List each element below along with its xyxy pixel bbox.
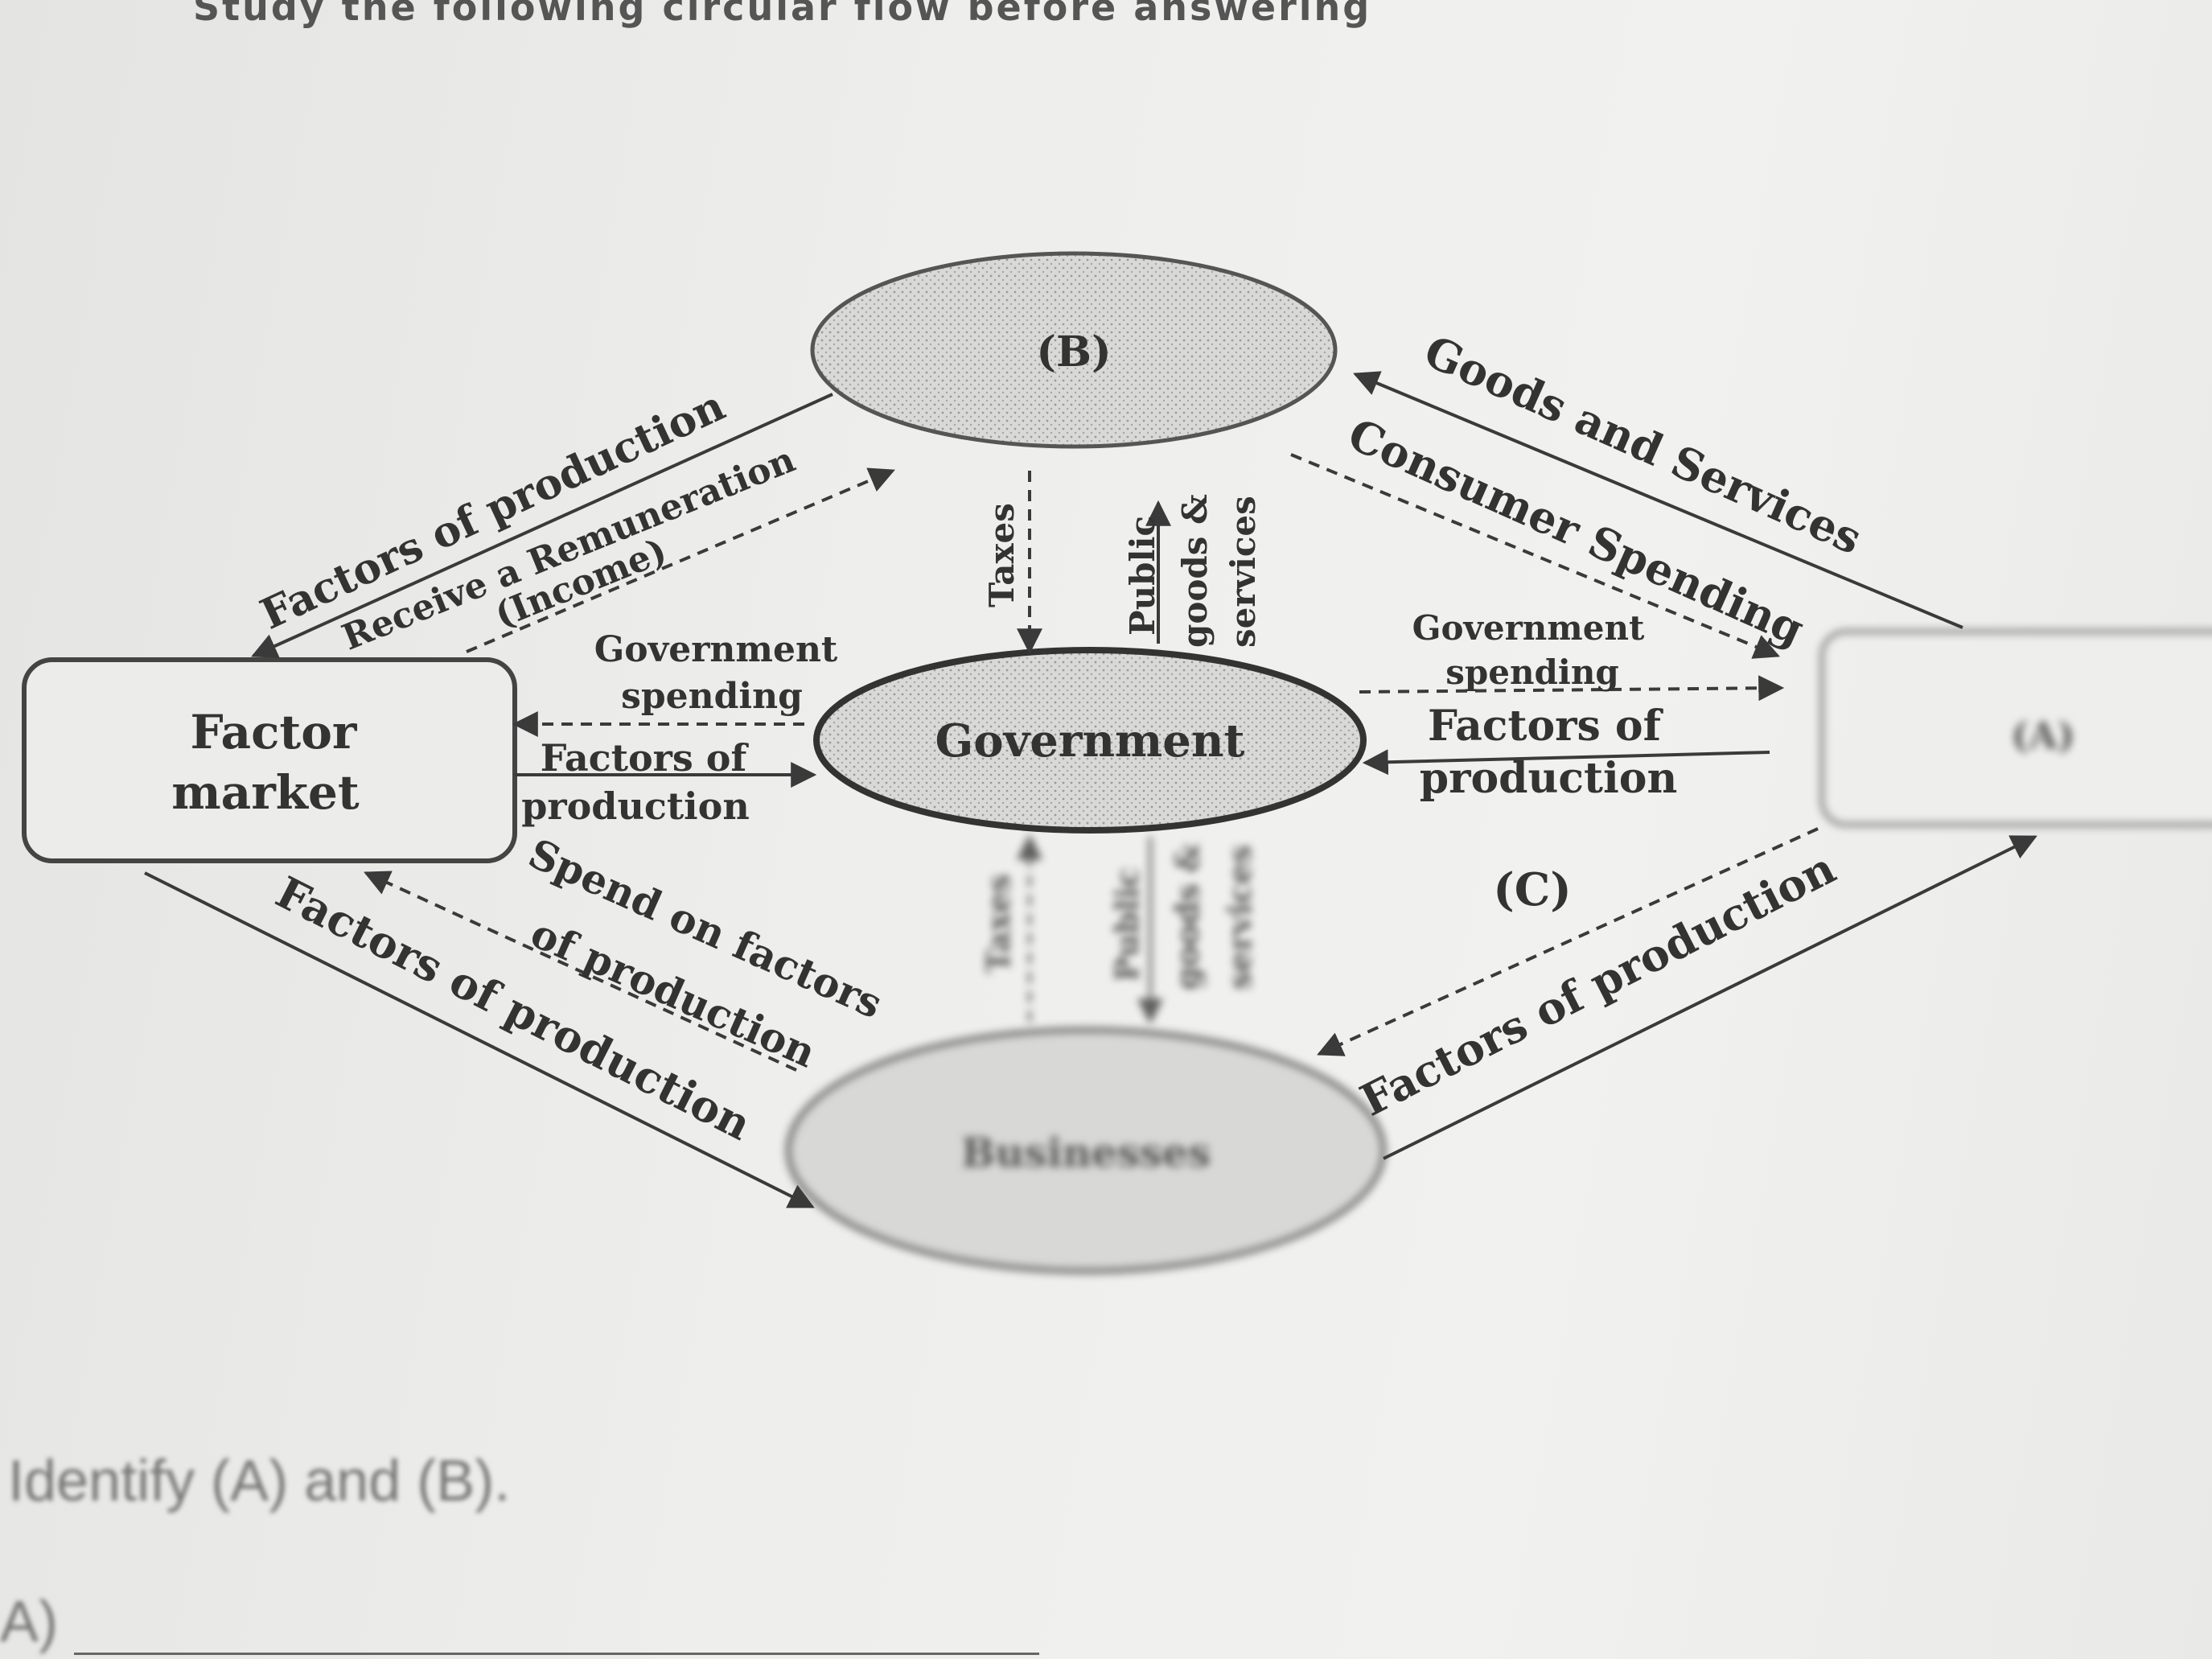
answer-row: A): [0, 1589, 1039, 1655]
node-b: (B): [810, 251, 1338, 449]
flow-label-factors-bottom-right: Factors of production: [1352, 842, 1844, 1126]
node-a: (A): [1819, 629, 2212, 827]
flow-label-factors-left-1: Factors of: [541, 736, 750, 780]
factor-market-label-line1: Factor: [191, 705, 358, 760]
flow-spend-on-factors-arrow: [364, 871, 797, 1072]
flow-label-goods-and-services: Goods and Services: [1416, 325, 1869, 564]
businesses-label: Businesses: [961, 1129, 1211, 1176]
flow-label-public-bottom-3: services: [1221, 845, 1259, 990]
flow-label-public-bottom-2: goods &: [1169, 843, 1207, 990]
flow-a-to-b-goods-line: [1353, 371, 1963, 629]
flow-label-factors-left-2: production: [521, 784, 750, 828]
node-b-label: (B): [1036, 327, 1111, 377]
answer-input-line[interactable]: [74, 1596, 1039, 1655]
page-heading: Study the following circular flow before…: [193, 0, 1372, 29]
flow-label-c: (C): [1493, 863, 1572, 916]
flow-label-taxes-top: Taxes: [982, 503, 1022, 607]
flow-label-taxes-bottom: Taxes: [980, 874, 1018, 974]
flow-c-dashed-arrow: [1317, 827, 1819, 1056]
flow-label-gov-spending-left-2: spending: [621, 676, 803, 717]
flow-factors-bottom-right-line: [1383, 835, 2037, 1160]
flow-label-public-bottom-1: Public: [1108, 867, 1146, 982]
flow-label-factors-right-2: production: [1420, 754, 1678, 803]
question-text: Identify (A) and (B).: [8, 1449, 511, 1513]
answer-label: A): [0, 1590, 58, 1654]
node-businesses: Businesses: [785, 1027, 1387, 1274]
flow-b-to-factor-market-line: [251, 393, 833, 658]
flow-factors-right-arrow: [1362, 749, 1770, 776]
node-a-label: (A): [2011, 714, 2074, 757]
flow-label-gov-spending-right-1: Government: [1412, 608, 1645, 648]
flow-label-public-top-2: goods &: [1175, 494, 1215, 648]
node-government: Government: [813, 647, 1367, 834]
flow-consumer-spending-arrow: [1290, 453, 1780, 659]
flow-label-gov-spending-left-1: Government: [594, 629, 838, 670]
flow-label-gov-spending-right-2: spending: [1445, 652, 1619, 692]
government-label: Government: [935, 714, 1244, 768]
lower-vertical-flows: Taxes Public goods & services: [980, 834, 1259, 1025]
node-factor-market: Factor market: [22, 657, 517, 863]
flow-factors-bottom-left-arrow: [144, 871, 815, 1208]
flow-gov-spending-right-arrow: [1359, 675, 1785, 702]
flow-label-factors-right-1: Factors of: [1428, 702, 1664, 751]
flow-label-public-top-1: Public: [1123, 516, 1162, 636]
factor-market-label-line2: market: [171, 765, 360, 820]
flow-label-public-top-3: services: [1223, 496, 1263, 648]
